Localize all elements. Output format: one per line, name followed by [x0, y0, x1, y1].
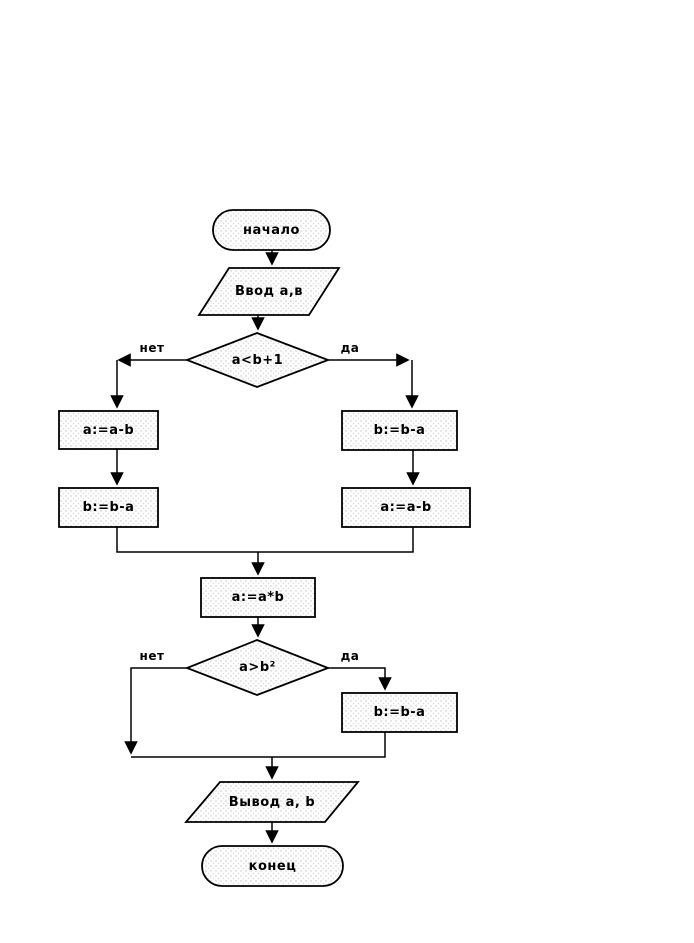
process-yes-step: [341, 692, 458, 733]
process-left-1: [58, 410, 159, 450]
process-right-1: [341, 410, 458, 451]
output-parallelogram: [184, 781, 360, 823]
process-multiply: [200, 577, 316, 618]
process-right-2: [341, 487, 471, 528]
input-parallelogram: [197, 267, 341, 316]
decision2-diamond: [184, 639, 331, 696]
decision1-diamond: [184, 332, 331, 388]
edge-yesbox-merge2: [131, 732, 386, 758]
edge-branches-merge: [116, 527, 414, 553]
end-terminator: [201, 845, 344, 887]
edge-decision2-yes: [328, 667, 392, 691]
start-terminator: [212, 209, 331, 251]
edge-decision2-no: [124, 667, 187, 755]
process-left-2: [58, 487, 159, 528]
